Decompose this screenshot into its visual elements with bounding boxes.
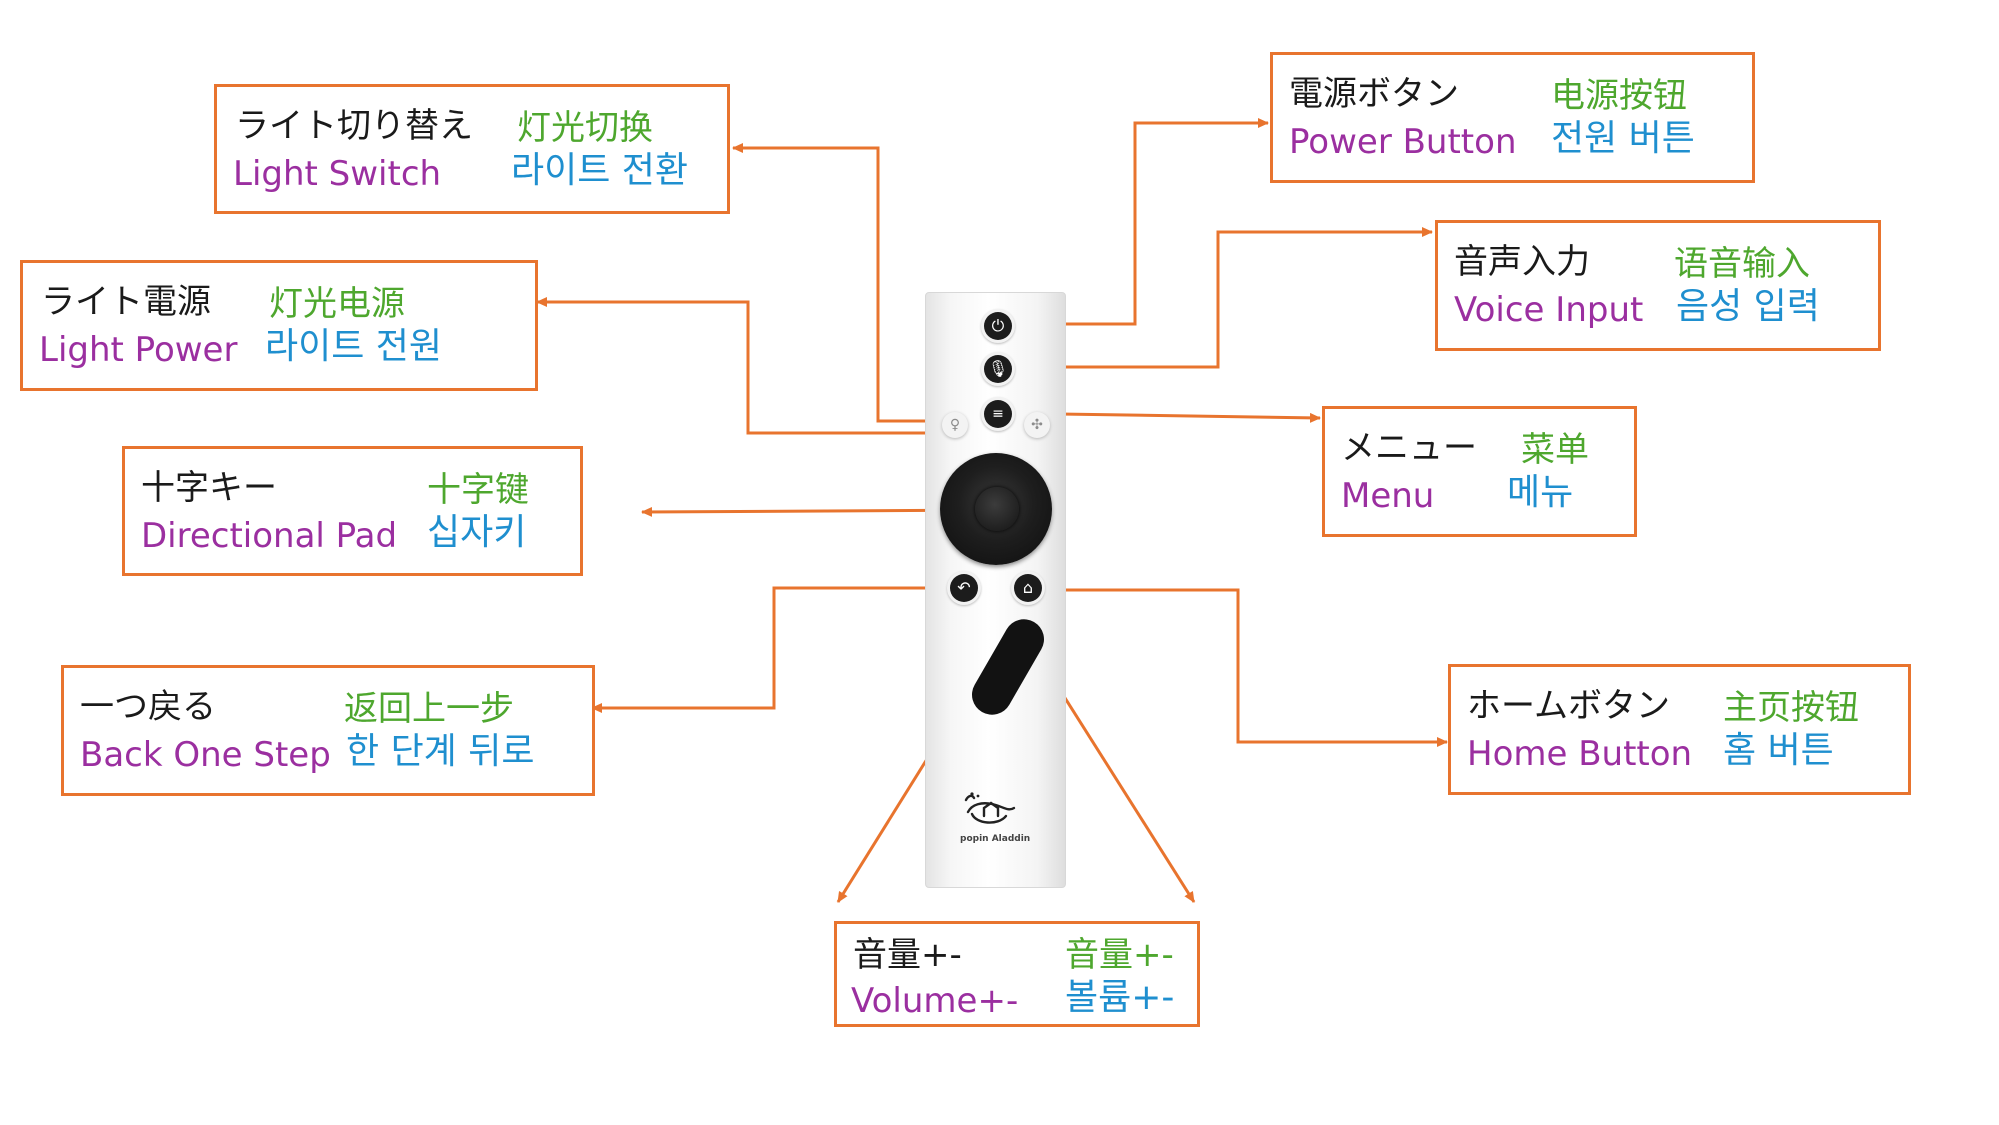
- label-ko: 라이트 전원: [265, 326, 443, 367]
- label-en: Volume+-: [851, 981, 1019, 1021]
- label-ja: 音量+-: [853, 935, 962, 975]
- label-en: Back One Step: [80, 735, 331, 775]
- home-icon[interactable]: ⌂: [1014, 574, 1042, 602]
- light-switch-callout: ライト切り替え 灯光切换 Light Switch 라이트 전환: [214, 84, 730, 214]
- label-ja: 音声入力: [1454, 242, 1590, 282]
- home-callout: ホームボタン 主页按钮 Home Button 홈 버튼: [1448, 664, 1911, 795]
- power-callout: 電源ボタン 电源按钮 Power Button 전원 버튼: [1270, 52, 1755, 183]
- label-zh: 十字键: [427, 470, 529, 510]
- light-power-callout: ライト電源 灯光电源 Light Power 라이트 전원: [20, 260, 538, 391]
- label-en: Light Switch: [233, 154, 442, 194]
- back-callout: 一つ戻る 返回上一步 Back One Step 한 단계 뒤로: [61, 665, 595, 796]
- label-zh: 返回上一步: [344, 689, 514, 729]
- brand-name: popin Aladdin: [960, 834, 1031, 844]
- back-arrow-icon[interactable]: ↶: [950, 574, 978, 602]
- label-ja: ホームボタン: [1467, 686, 1670, 726]
- label-ja: ライト電源: [41, 282, 211, 322]
- label-ko: 메뉴: [1507, 472, 1574, 513]
- label-zh: 语音输入: [1674, 244, 1810, 284]
- menu-button-icon[interactable]: ≡: [984, 400, 1012, 428]
- arrow-light-power: [536, 297, 1037, 435]
- color-wheel-icon[interactable]: ✣: [1024, 412, 1050, 438]
- dpad-center-button[interactable]: [975, 487, 1019, 531]
- label-zh: 主页按钮: [1723, 688, 1859, 728]
- label-ko: 한 단계 뒤로: [346, 731, 535, 772]
- label-ja: ライト切り替え: [235, 106, 473, 146]
- label-zh: 菜单: [1521, 430, 1589, 470]
- label-ko: 라이트 전환: [511, 150, 689, 191]
- label-zh: 灯光切换: [517, 108, 653, 148]
- arrow-back: [591, 586, 960, 713]
- brand-logo: [964, 792, 1016, 824]
- remote-control: [925, 292, 1066, 888]
- label-zh: 灯光电源: [269, 284, 405, 324]
- label-zh: 音量+-: [1065, 935, 1174, 975]
- label-en: Voice Input: [1454, 290, 1644, 330]
- label-en: Home Button: [1467, 734, 1693, 774]
- label-en: Power Button: [1289, 122, 1517, 162]
- voice-callout: 音声入力 语音输入 Voice Input 음성 입력: [1435, 220, 1881, 351]
- label-en: Light Power: [39, 330, 238, 370]
- menu-callout: メニュー 菜单 Menu 메뉴: [1322, 406, 1637, 537]
- label-ko: 홈 버튼: [1723, 730, 1834, 771]
- label-ko: 십자키: [427, 512, 527, 553]
- label-ja: メニュー: [1341, 428, 1477, 468]
- dpad-callout: 十字キー 十字键 Directional Pad 십자키: [122, 446, 583, 576]
- arrow-voice: [995, 227, 1433, 369]
- microphone-button-icon[interactable]: 🎙: [984, 355, 1012, 383]
- label-en: Menu: [1341, 476, 1435, 516]
- arrow-home: [1028, 588, 1448, 747]
- label-ja: 一つ戻る: [80, 687, 216, 727]
- label-zh: 电源按钮: [1551, 76, 1687, 116]
- label-ja: 十字キー: [141, 468, 277, 508]
- label-ja: 電源ボタン: [1289, 74, 1459, 114]
- arrow-light-switch: [732, 143, 954, 423]
- bulb-icon[interactable]: ♀: [942, 412, 968, 438]
- label-en: Directional Pad: [141, 516, 398, 556]
- label-ko: 음성 입력: [1676, 286, 1820, 327]
- label-ko: 전원 버튼: [1551, 118, 1695, 159]
- volume-callout: 音量+- 音量+- Volume+- 볼륨+-: [834, 921, 1200, 1027]
- label-ko: 볼륨+-: [1065, 977, 1175, 1018]
- power-button-icon[interactable]: ⏻: [984, 312, 1012, 340]
